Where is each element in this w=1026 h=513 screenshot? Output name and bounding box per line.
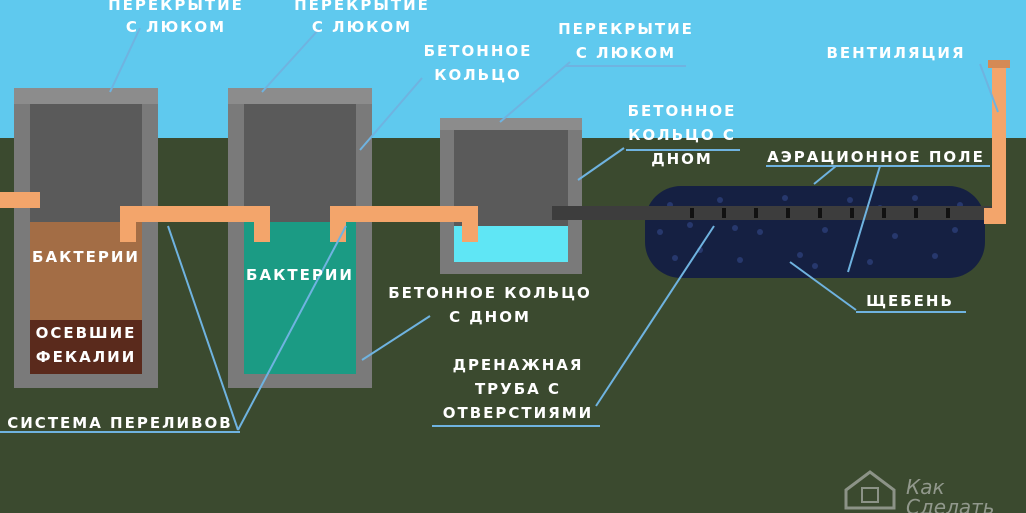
tank-1-air [30,104,142,222]
label-concrete-ring-line2: КОЛЬЦО [434,66,522,84]
label-cover-1-line1: ПЕРЕКРЫТИЕ [108,0,244,14]
drain-pipe-body [552,206,992,220]
label-cover-3-line2: С ЛЮКОМ [576,44,676,62]
label-overflow-system: СИСТЕМА ПЕРЕЛИВОВ [7,414,232,432]
house-logo-window-icon [861,487,879,503]
tank-2-lid [228,88,372,104]
label-bacteria-1: БАКТЕРИИ [32,248,140,266]
sky [0,0,1026,138]
watermark-line2: Сделать [906,495,995,513]
tank-3-lid [440,118,582,130]
label-ring-bottom-line2: КОЛЬЦО С [628,126,736,144]
label-ventilation: ВЕНТИЛЯЦИЯ [826,44,965,62]
label-drain-line1: ДРЕНАЖНАЯ [453,356,584,374]
label-sludge-line2: ФЕКАЛИИ [36,348,137,366]
label-ring-bottom-line3: ДНОМ [651,150,713,168]
label-cover-2-line1: ПЕРЕКРЫТИЕ [294,0,430,14]
inlet-pipe [0,192,40,208]
label-cover-2-line2: С ЛЮКОМ [312,18,412,36]
label-cover-3-line1: ПЕРЕКРЫТИЕ [558,20,694,38]
label-sludge-line1: ОСЕВШИЕ [36,324,137,342]
label-ring-bottom-line1: БЕТОННОЕ [628,102,737,120]
overflow-pipe-1 [120,206,270,242]
watermark-line1: Как [906,475,945,499]
label-drain-line3: ОТВЕРСТИЯМИ [443,404,593,422]
label-bacteria-2: БАКТЕРИИ [246,266,354,284]
label-aeration-field: АЭРАЦИОННОЕ ПОЛЕ [767,148,985,166]
label-gravel: ЩЕБЕНЬ [866,292,954,310]
tank-1-sludge-layer [30,320,142,374]
tank-1 [14,88,158,388]
drainage-pipe [552,206,992,220]
label-concrete-ring-line1: БЕТОННОЕ [424,42,533,60]
watermark: Как Сделать [844,470,995,513]
label-cover-1-line2: С ЛЮКОМ [126,18,226,36]
tank-2-bacteria-layer [244,222,356,374]
tank-1-lid [14,88,158,104]
tank-2 [228,88,372,388]
aeration-field [645,186,985,278]
leader-lines [0,27,999,433]
tank-2-air [244,104,356,222]
tank-3 [440,118,582,274]
label-drain-line2: ТРУБА С [475,380,561,398]
house-logo-icon [844,470,896,510]
label-ring-with-bottom-line1: БЕТОННОЕ КОЛЬЦО [388,284,592,302]
drain-pipe-holes [690,208,950,218]
label-ring-with-bottom-line2: С ДНОМ [449,308,531,326]
